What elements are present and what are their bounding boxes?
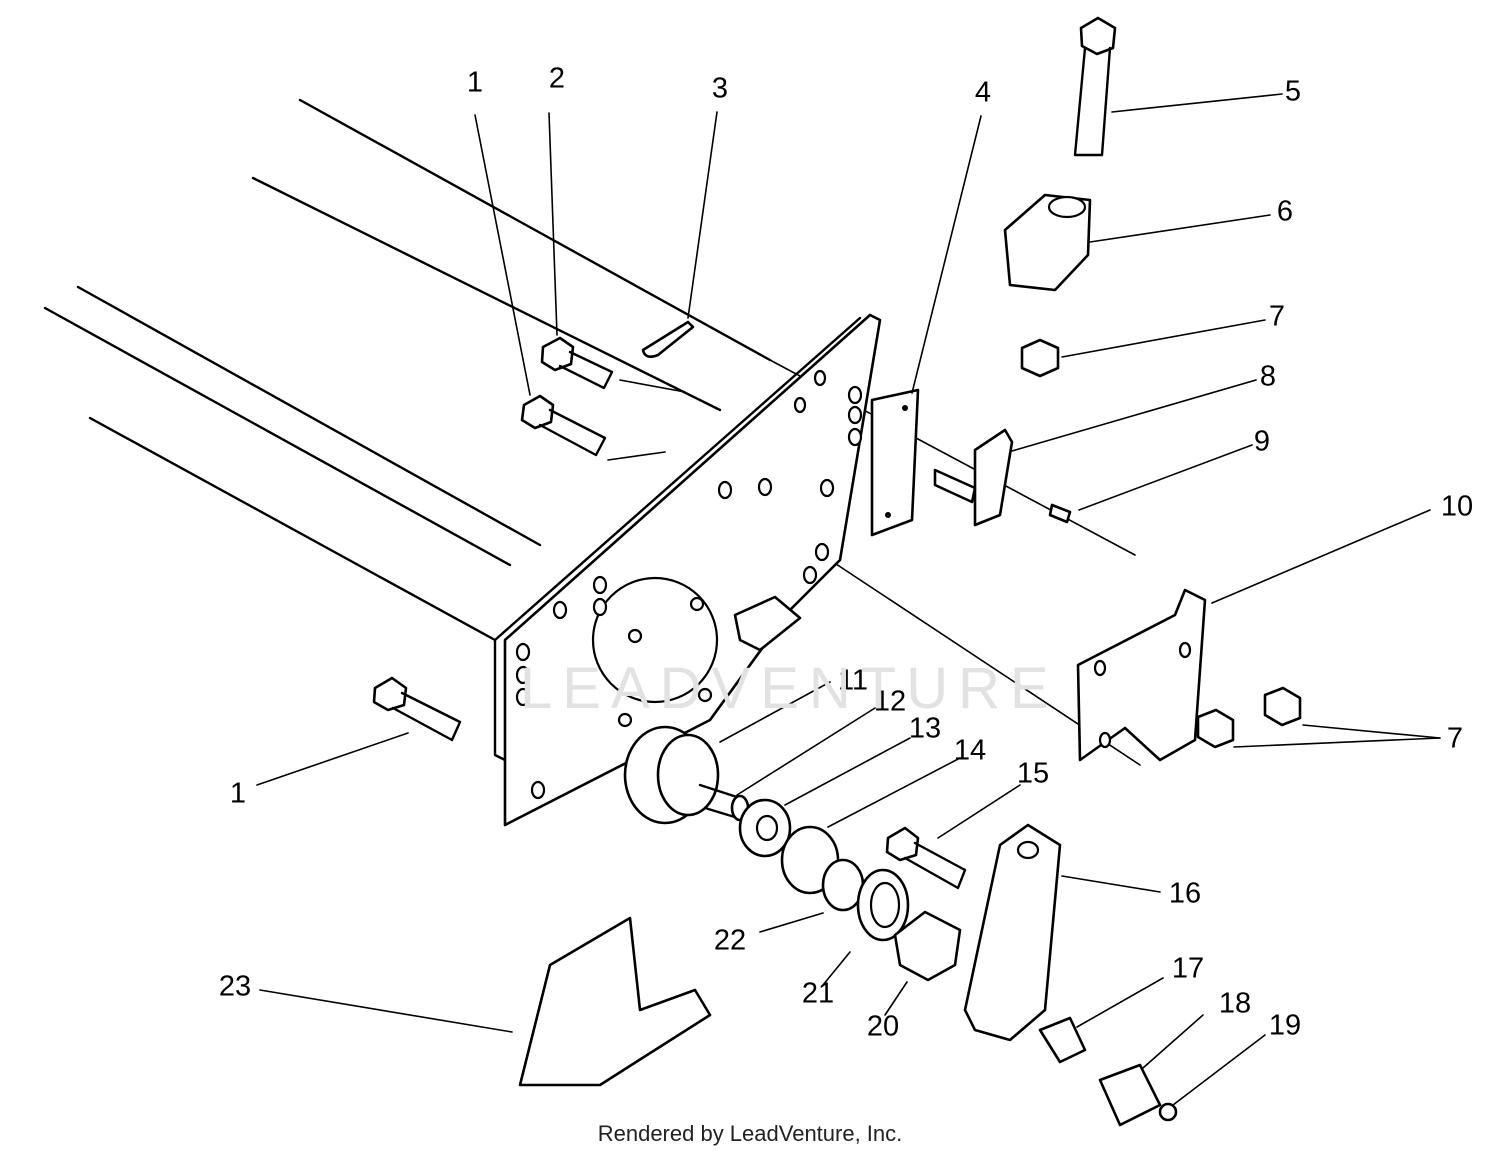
callout-3: 3	[712, 73, 728, 105]
pivot-arm-bore	[1016, 840, 1040, 860]
grease-fitting	[1158, 1102, 1178, 1122]
flat-bar	[870, 388, 920, 537]
angle-bracket-hole-b	[1178, 641, 1192, 659]
nut-lower-right	[1263, 686, 1302, 727]
callout-16: 16	[1169, 878, 1201, 910]
callout-23: 23	[219, 971, 251, 1003]
callout-1-left: 1	[230, 778, 246, 810]
sleeve	[1098, 1063, 1162, 1127]
callout-20: 20	[867, 1011, 899, 1043]
callout-8: 8	[1260, 361, 1276, 393]
cotter-pin	[641, 320, 695, 358]
spacer	[1038, 1016, 1087, 1064]
callout-4: 4	[975, 77, 991, 109]
callout-18: 18	[1219, 988, 1251, 1020]
clevis-bore	[1047, 195, 1087, 219]
callout-14: 14	[954, 735, 986, 767]
skid-plate	[518, 916, 712, 1087]
callout-7-top: 7	[1269, 301, 1285, 333]
callout-12: 12	[874, 686, 906, 718]
seal-ring	[856, 868, 910, 942]
side-plate	[493, 313, 882, 827]
bearing-hub	[623, 725, 750, 825]
callout-numbers: 1 2 3 4 5 6 7 8 9 10 11 12 13 14 15 16 7…	[219, 63, 1473, 1043]
callout-10: 10	[1441, 491, 1473, 523]
bolt-lower-left	[372, 676, 462, 742]
leader-lines	[256, 93, 1441, 1106]
callout-5: 5	[1285, 76, 1301, 108]
angle-bracket	[1076, 588, 1207, 762]
callout-17: 17	[1172, 953, 1204, 985]
nut-lower-left	[1196, 708, 1235, 749]
angle-bracket-hole-a	[1093, 659, 1107, 677]
callout-9: 9	[1254, 426, 1270, 458]
callout-7-right: 7	[1447, 723, 1463, 755]
flat-bar-hole-bottom	[885, 512, 891, 518]
pivot-bracket	[973, 428, 1014, 527]
callout-13: 13	[909, 713, 941, 745]
callout-6: 6	[1277, 196, 1293, 228]
callout-1-top: 1	[467, 67, 483, 99]
callout-19: 19	[1269, 1010, 1301, 1042]
bolt-upper-pair	[520, 336, 686, 461]
angle-bracket-hole-c	[1098, 731, 1112, 749]
clevis-block	[1003, 193, 1092, 292]
vertical-bolt	[1073, 16, 1117, 157]
flat-bar-hole-top	[902, 405, 908, 411]
bearing-cup	[893, 910, 962, 982]
pivot-pin	[933, 468, 977, 504]
roll-pin	[1048, 503, 1072, 524]
callout-11: 11	[838, 665, 868, 697]
footer-credit: Rendered by LeadVenture, Inc.	[597, 1121, 903, 1146]
callout-21: 21	[802, 978, 834, 1010]
callout-22: 22	[714, 925, 746, 957]
bolt-arm	[885, 826, 967, 890]
callout-15: 15	[1017, 758, 1049, 790]
callout-2: 2	[549, 63, 565, 95]
washer	[738, 798, 792, 858]
nut-upper	[1020, 338, 1060, 378]
pivot-arm	[963, 823, 1062, 1042]
